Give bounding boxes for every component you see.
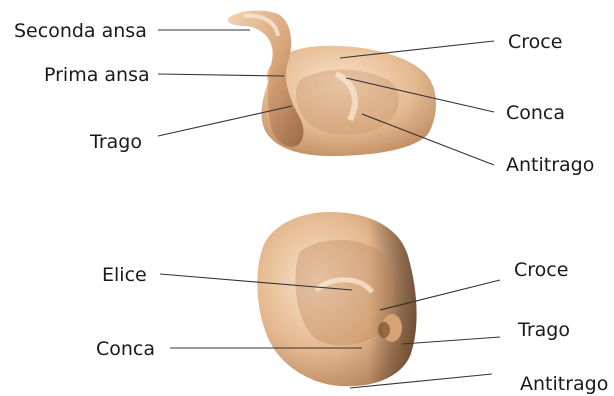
- label-top-conca: Conca: [506, 102, 565, 124]
- leader-bottom-trago: [402, 337, 500, 344]
- bottom-ear-model: [257, 212, 416, 386]
- bottom-ear-canal: [378, 322, 390, 338]
- label-bottom-elice: Elice: [102, 264, 147, 286]
- label-top-antitrago: Antitrago: [506, 154, 594, 176]
- top-ear-model: [228, 11, 436, 156]
- label-bottom-trago: Trago: [517, 319, 570, 341]
- label-top-trago: Trago: [89, 131, 142, 153]
- label-bottom-conca: Conca: [96, 338, 155, 360]
- label-top-croce: Croce: [508, 31, 562, 53]
- label-top-prima-ansa: Prima ansa: [44, 64, 150, 86]
- label-top-seconda-ansa: Seconda ansa: [14, 20, 147, 42]
- label-bottom-croce: Croce: [514, 259, 568, 281]
- label-bottom-antitrago: Antitrago: [520, 373, 608, 395]
- leader-top-prima-ansa: [158, 74, 284, 76]
